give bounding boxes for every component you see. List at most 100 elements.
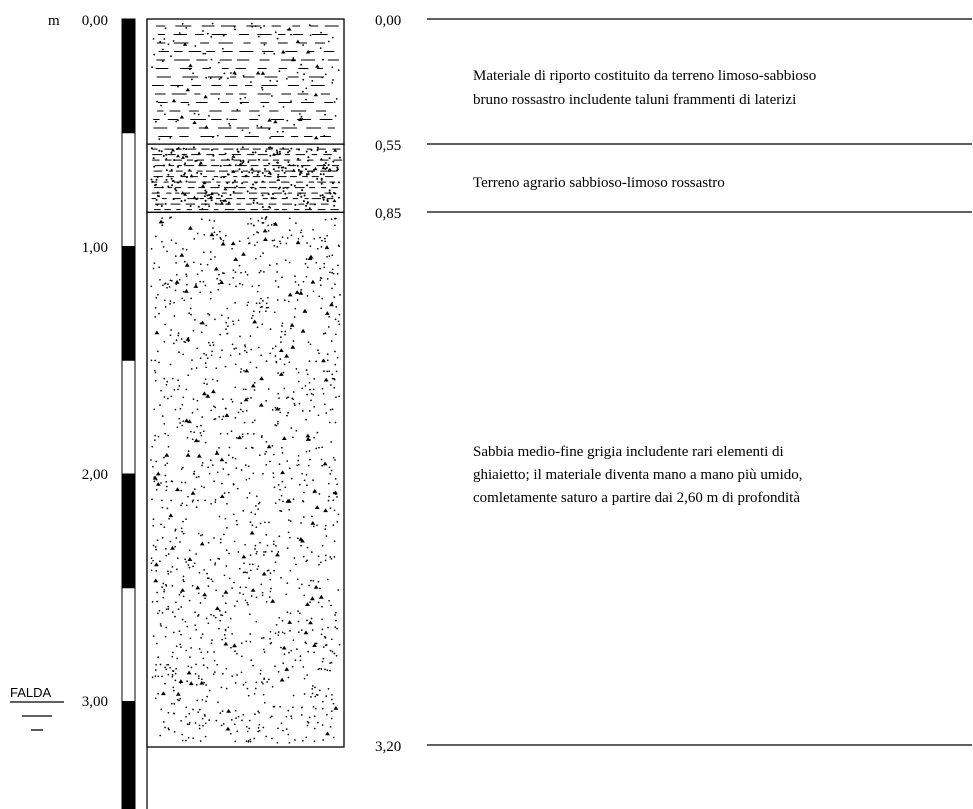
pattern-dot bbox=[169, 303, 171, 305]
pattern-dot bbox=[336, 627, 338, 630]
depth-tick-2: 2,00 bbox=[82, 467, 108, 483]
pattern-dot bbox=[279, 705, 281, 708]
pattern-dot bbox=[210, 502, 212, 505]
pattern-dot bbox=[281, 446, 283, 449]
pattern-dot bbox=[217, 193, 220, 196]
pattern-dot bbox=[224, 602, 227, 604]
pattern-dot bbox=[157, 350, 159, 353]
pattern-dot bbox=[237, 319, 240, 322]
pattern-dot bbox=[158, 312, 160, 315]
pattern-dot bbox=[290, 183, 293, 186]
pattern-gravel bbox=[327, 168, 332, 172]
pattern-dot bbox=[173, 159, 176, 162]
pattern-dot bbox=[174, 289, 177, 292]
pattern-dot bbox=[178, 699, 180, 702]
pattern-dot bbox=[337, 264, 339, 267]
pattern-dot bbox=[221, 482, 223, 485]
pattern-dot bbox=[295, 222, 297, 224]
pattern-dot bbox=[308, 716, 311, 719]
pattern-dot bbox=[160, 708, 163, 711]
pattern-dot bbox=[323, 164, 326, 166]
pattern-dot bbox=[198, 708, 201, 711]
pattern-dot bbox=[338, 395, 341, 398]
pattern-dot bbox=[311, 80, 314, 82]
pattern-dot bbox=[216, 277, 218, 280]
pattern-dot bbox=[331, 377, 334, 380]
pattern-gravel bbox=[152, 475, 158, 480]
pattern-dot bbox=[320, 246, 323, 248]
pattern-dot bbox=[237, 551, 240, 553]
pattern-dot bbox=[236, 523, 238, 526]
pattern-dot bbox=[332, 736, 335, 739]
pattern-dot bbox=[290, 717, 293, 720]
pattern-dot bbox=[331, 408, 334, 411]
pattern-dot bbox=[223, 72, 226, 75]
pattern-dot bbox=[278, 150, 281, 153]
pattern-gravel bbox=[290, 344, 296, 349]
pattern-dot bbox=[157, 675, 160, 678]
pattern-gravel bbox=[174, 279, 180, 284]
pattern-dot bbox=[322, 392, 325, 395]
pattern-dot bbox=[234, 363, 237, 366]
pattern-dot bbox=[187, 374, 190, 377]
pattern-dot bbox=[170, 571, 172, 573]
pattern-dot bbox=[150, 459, 152, 461]
pattern-dot bbox=[300, 629, 303, 631]
pattern-dot bbox=[293, 184, 296, 187]
pattern-dot bbox=[182, 248, 184, 250]
pattern-dot bbox=[170, 169, 173, 171]
pattern-dot bbox=[197, 475, 200, 478]
pattern-gravel bbox=[332, 198, 337, 203]
pattern-dot bbox=[170, 480, 173, 483]
pattern-dot bbox=[273, 311, 276, 314]
pattern-dot bbox=[225, 687, 228, 690]
pattern-dot bbox=[258, 729, 261, 732]
pattern-dot bbox=[269, 352, 272, 355]
pattern-gravel bbox=[273, 221, 278, 226]
pattern-dot bbox=[324, 668, 326, 671]
pattern-dot bbox=[277, 392, 280, 395]
pattern-dot bbox=[181, 22, 184, 25]
pattern-dot bbox=[232, 190, 235, 193]
pattern-dot bbox=[227, 173, 230, 176]
pattern-dot bbox=[293, 557, 296, 559]
pattern-dot bbox=[298, 587, 301, 590]
pattern-dot bbox=[233, 540, 236, 543]
pattern-dot bbox=[273, 244, 276, 247]
pattern-dot bbox=[228, 201, 230, 204]
pattern-dot bbox=[250, 659, 253, 661]
pattern-dot bbox=[244, 388, 247, 391]
pattern-dot bbox=[172, 686, 175, 689]
pattern-dot bbox=[181, 403, 184, 406]
pattern-dot bbox=[181, 618, 184, 621]
pattern-dot bbox=[160, 104, 163, 107]
pattern-dot bbox=[173, 731, 176, 733]
pattern-gravel bbox=[182, 42, 188, 46]
pattern-dot bbox=[336, 521, 339, 523]
pattern-dot bbox=[168, 517, 170, 520]
pattern-dot bbox=[321, 605, 323, 608]
pattern-gravel bbox=[224, 413, 230, 417]
pattern-dot bbox=[265, 441, 268, 443]
pattern-dot bbox=[244, 344, 246, 346]
pattern-dot bbox=[267, 388, 270, 390]
pattern-dot bbox=[167, 445, 170, 448]
pattern-dot bbox=[180, 591, 182, 594]
pattern-dot bbox=[244, 681, 247, 684]
pattern-dot bbox=[185, 273, 188, 276]
pattern-gravel bbox=[154, 562, 159, 567]
pattern-dot bbox=[261, 88, 264, 91]
pattern-dot bbox=[187, 665, 190, 668]
pattern-dot bbox=[207, 341, 210, 344]
pattern-dot bbox=[156, 203, 159, 206]
pattern-dot bbox=[277, 286, 280, 288]
pattern-dot bbox=[186, 283, 188, 286]
pattern-dot bbox=[312, 525, 315, 528]
pattern-gravel bbox=[244, 368, 250, 373]
pattern-dot bbox=[299, 612, 301, 615]
pattern-dot bbox=[283, 387, 286, 390]
pattern-dot bbox=[209, 291, 212, 294]
pattern-dot bbox=[217, 98, 220, 100]
pattern-gravel bbox=[249, 530, 255, 535]
pattern-dot bbox=[272, 540, 275, 543]
